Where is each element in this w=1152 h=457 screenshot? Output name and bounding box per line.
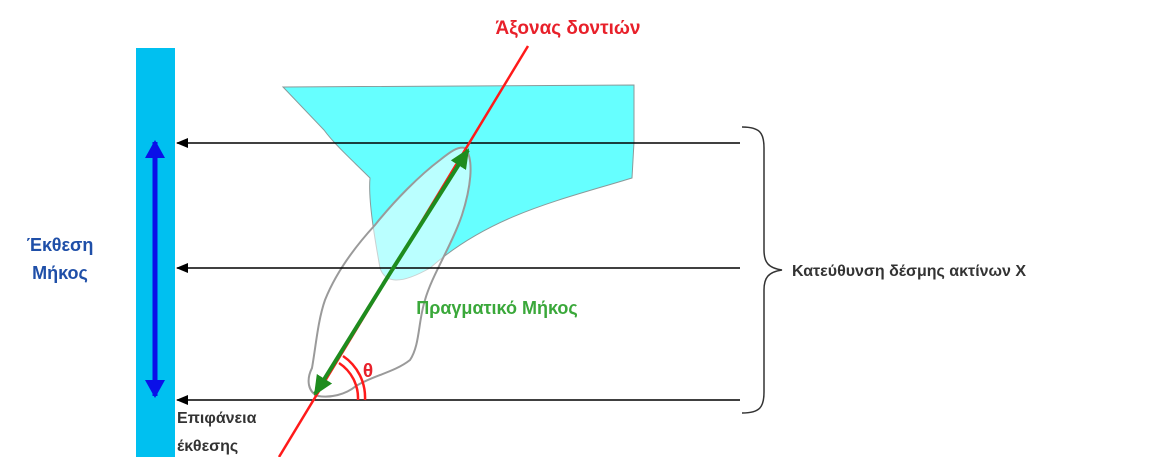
xray-direction-label: Κατεύθυνση δέσμης ακτίνων X (792, 263, 1026, 280)
actual-length-label: Πραγματικό Μήκος (416, 298, 578, 318)
exposure-length-label-line2: Μήκος (32, 263, 88, 283)
exposure-surface-label-line1: Επιφάνεια (177, 410, 257, 427)
xray-direction-brace (742, 127, 782, 413)
exposure-length-label-line1: Έκθεση (27, 235, 94, 255)
tooth-axis-label: Άξονας δοντιών (495, 18, 640, 39)
angle-label: θ (363, 361, 373, 382)
exposure-surface-label-line2: έκθεσης (177, 438, 238, 455)
